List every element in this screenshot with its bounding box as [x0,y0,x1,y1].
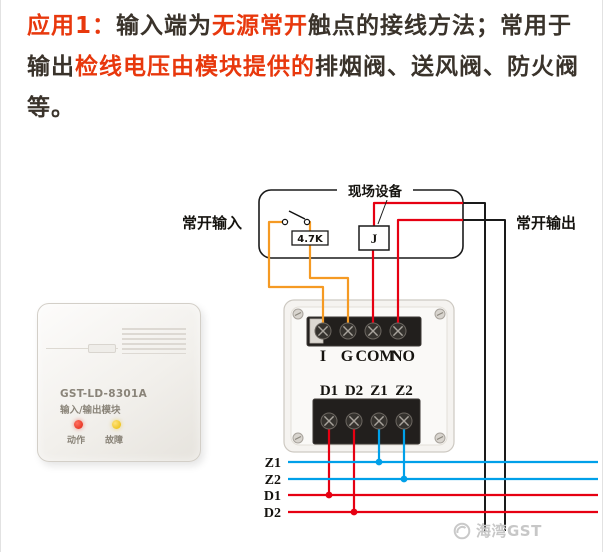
terminal-screw-g [339,322,357,340]
terminal-screws [314,322,413,430]
watermark: 海湾GST [453,520,542,541]
no-input-label: 常开输入 [182,214,242,232]
terminal-label-i: I [320,348,326,365]
relay-label: J [371,231,378,246]
wire-relay-to-output [372,201,463,226]
field-device-pointer-line [377,199,388,225]
module-indicator-window [88,344,116,353]
resistor-value: 4.7K [297,234,324,245]
wire-input-orange-2 [308,245,350,334]
terminal-screw-z2 [395,412,413,430]
relay-j: J [358,225,390,251]
switch-lever [288,210,306,220]
terminal-screw-d1 [320,412,338,430]
screw-cross [367,325,379,337]
terminal-label-d2: D2 [345,383,363,399]
intro-segment: 排烟阀、送风阀、防火阀等。 [27,54,579,121]
switch-contact [281,218,289,226]
fault-led [112,420,121,429]
screw-cross [348,415,360,427]
fault-led-label: 故障 [105,436,124,446]
terminal-screw-z1 [370,412,388,430]
screw-cross [392,325,404,337]
terminal-screw-com [364,322,382,340]
screw-cross [323,415,335,427]
switch-contact [303,218,311,226]
terminal-label-z2: Z2 [395,383,413,399]
terminal-module [283,299,455,453]
bus-label-z2: Z2 [265,473,281,488]
terminal-block-bottom [312,398,421,445]
relay-box [358,225,390,251]
wire-input-orange-1 [267,220,325,334]
plate-screw [434,308,446,320]
module-seam [46,348,118,349]
screw-cross [398,415,410,427]
screw-slot [294,311,302,317]
screw-cross [373,415,385,427]
terminal-label-com: COM [355,348,394,365]
terminal-label-no: NO [391,348,415,365]
terminal-screw-i [314,322,332,340]
terminal-label-z1: Z1 [370,383,388,399]
resistor-body [291,230,329,246]
module-grille [122,328,186,354]
terminal-screw-no [389,322,407,340]
plate-screw [292,308,304,320]
bus-label-z1: Z1 [265,456,281,471]
field-device-label-bg [337,183,413,200]
module-photo: GST-LD-8301A 输入/输出模块 动作 故障 [37,303,201,462]
terminal-block-top [306,316,422,347]
intro-segment-app-label: 应用1： [27,13,117,39]
action-led-label: 动作 [67,436,86,446]
intro-segment: 触点的接线方法；常用于输出 [27,13,573,80]
wire-no-to-output [396,218,463,334]
terminal-screw-d2 [345,412,363,430]
screw-slot [436,311,444,317]
intro-segment-highlight: 无源常开 [212,13,309,39]
intro-segment-highlight: 检线电压由模块提供的 [75,54,315,80]
screw-slot [436,435,444,441]
watermark-text: 海湾GST [476,522,542,540]
bus-label-d1: D1 [264,489,281,504]
dry-contact-switch [281,210,311,226]
logo-swirl [456,525,467,533]
junction-dots [325,458,408,516]
diagram-labels: 现场设备 常开输入 常开输出 I G COM NO D1 D2 Z1 Z2 Z1… [182,183,576,521]
field-device-label: 现场设备 [348,183,402,200]
plate-screw [292,432,304,444]
junction-dot-z2 [400,475,408,483]
bus-label-d2: D2 [264,506,281,521]
gst-logo-icon [453,522,471,539]
wire-output-black-1 [463,202,486,531]
terminal-label-d1: D1 [320,383,338,399]
junction-dot-d1 [325,491,333,499]
screw-cross [342,325,354,337]
no-output-label: 常开输出 [516,214,576,232]
screw-slot [294,435,302,441]
logo-ring [453,522,471,539]
eol-resistor: 4.7K [291,230,329,246]
plate-screw [434,432,446,444]
screw-cross [317,325,329,337]
wiring-wires [267,201,598,531]
module-model-text: GST-LD-8301A [60,388,148,400]
wire-output-black-2 [463,219,506,531]
junction-dot-d2 [350,508,358,516]
intro-text: 应用1：输入端为无源常开触点的接线方法；常用于输出检线电压由模块提供的排烟阀、送… [27,6,585,129]
module-type-text: 输入/输出模块 [60,405,121,416]
junction-dot-z1 [375,458,383,466]
intro-segment: 输入端为 [116,13,213,39]
terminal-label-g: G [341,348,354,365]
action-led [74,420,83,429]
